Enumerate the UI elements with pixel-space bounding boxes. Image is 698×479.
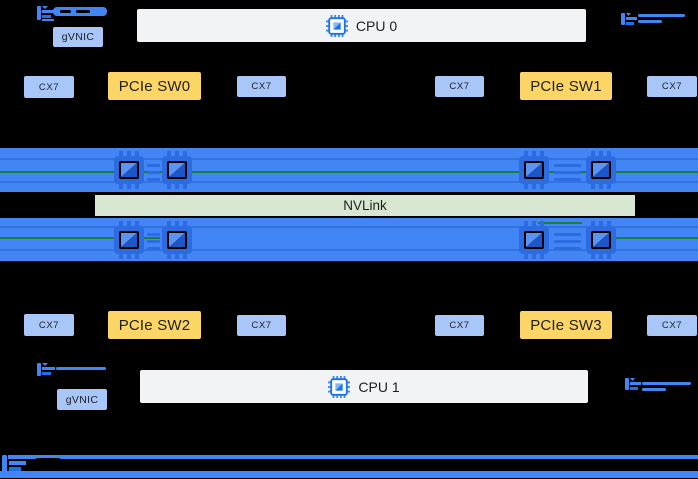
cpu1-label: CPU 1 bbox=[358, 378, 400, 395]
network-switch-icon bbox=[37, 6, 55, 21]
pcie-sw3-label: PCIe SW3 bbox=[530, 316, 602, 334]
gpu-connector bbox=[554, 164, 581, 181]
nvlink-wire bbox=[598, 237, 698, 239]
network-link-label-pill bbox=[53, 7, 107, 16]
cpu0-label: CPU 0 bbox=[355, 17, 398, 34]
network-line-top-right bbox=[638, 14, 685, 17]
cpu0-box: CPU 0 bbox=[137, 9, 586, 42]
nvlink-bar: NVLink bbox=[95, 195, 635, 216]
network-line-bottom-left bbox=[56, 367, 106, 370]
gpu-chip-icon bbox=[519, 221, 549, 259]
network-switch-icon bbox=[625, 378, 641, 390]
gvnic-label: gVNIC bbox=[65, 393, 99, 406]
cx7-label: CX7 bbox=[251, 81, 272, 92]
cx7-label: CX7 bbox=[661, 320, 683, 331]
nvlink-wire bbox=[538, 222, 582, 224]
nvlink-wire bbox=[0, 237, 160, 239]
gpu-connector bbox=[554, 233, 581, 250]
gpu-chip-icon bbox=[586, 221, 616, 259]
gpu-chip-icon bbox=[114, 221, 144, 259]
cx7-label: CX7 bbox=[449, 320, 470, 331]
cx7-box: CX7 bbox=[435, 76, 484, 97]
cx7-box: CX7 bbox=[237, 315, 286, 336]
cpu-chip-icon bbox=[325, 14, 348, 37]
cx7-label: CX7 bbox=[251, 320, 272, 331]
cx7-box: CX7 bbox=[647, 315, 697, 336]
pcie-sw3-box: PCIe SW3 bbox=[520, 311, 612, 339]
pcie-sw0-label: PCIe SW0 bbox=[118, 77, 191, 95]
cx7-box: CX7 bbox=[647, 76, 697, 97]
footer-label-knockout bbox=[33, 458, 63, 469]
gpu-chip-icon bbox=[114, 151, 144, 189]
pcie-sw2-box: PCIe SW2 bbox=[108, 311, 201, 339]
gpu-chip-icon bbox=[162, 221, 192, 259]
gpu-connector bbox=[147, 233, 160, 250]
gpu-connector bbox=[147, 164, 160, 181]
gpu-chip-icon bbox=[519, 151, 549, 189]
network-switch-icon bbox=[37, 363, 55, 376]
footer-network-bar bbox=[0, 471, 698, 478]
cx7-label: CX7 bbox=[449, 81, 470, 92]
nvlink-label: NVLink bbox=[343, 198, 387, 213]
network-line-bottom-right-2 bbox=[642, 388, 666, 391]
cx7-box: CX7 bbox=[24, 76, 74, 98]
pcie-sw1-box: PCIe SW1 bbox=[520, 72, 612, 100]
cx7-label: CX7 bbox=[38, 81, 60, 93]
footer-network-line bbox=[8, 455, 698, 459]
cx7-label: CX7 bbox=[38, 319, 60, 331]
cx7-label: CX7 bbox=[661, 81, 683, 92]
pcie-sw0-box: PCIe SW0 bbox=[108, 72, 201, 100]
gpu-bar-top bbox=[0, 148, 698, 192]
gpu-bar-bottom bbox=[0, 218, 698, 261]
network-line-top-right-2 bbox=[638, 20, 662, 23]
pcie-sw1-label: PCIe SW1 bbox=[530, 77, 602, 95]
gvnic-label: gVNIC bbox=[61, 31, 95, 43]
cpu1-box: CPU 1 bbox=[140, 370, 588, 403]
gvnic-box-top: gVNIC bbox=[53, 27, 103, 47]
cpu-chip-icon bbox=[328, 375, 351, 398]
pcie-sw2-label: PCIe SW2 bbox=[118, 316, 191, 334]
cx7-box: CX7 bbox=[435, 315, 484, 336]
cx7-box: CX7 bbox=[237, 76, 286, 97]
gpu-chip-icon bbox=[162, 151, 192, 189]
nvlink-wire bbox=[0, 171, 698, 173]
gvnic-box-bottom: gVNIC bbox=[57, 389, 107, 410]
gpu-chip-icon bbox=[586, 151, 616, 189]
network-switch-icon bbox=[621, 13, 637, 25]
cx7-box: CX7 bbox=[24, 314, 74, 336]
network-line-bottom-right bbox=[642, 382, 691, 385]
